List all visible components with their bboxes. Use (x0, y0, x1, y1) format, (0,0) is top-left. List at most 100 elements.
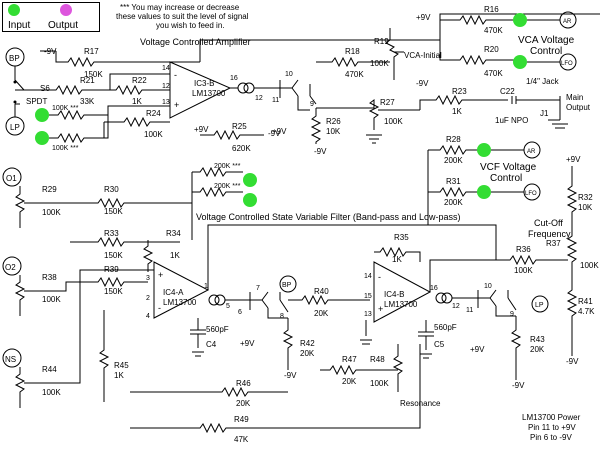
r49-value: 47K (234, 435, 249, 444)
r30-value: 150K (104, 207, 123, 216)
resistor-r31 (427, 150, 478, 198)
pin-9-vca: 9 (310, 101, 314, 108)
pot-r48[interactable] (392, 344, 404, 392)
pin-16b: 16 (430, 285, 438, 292)
port-o2-label: O2 (5, 263, 16, 272)
port-o2[interactable] (2, 256, 22, 276)
port-bp-out[interactable] (279, 275, 297, 293)
ic4a-minus: - (158, 303, 161, 313)
ic3b-buffer-1 (237, 82, 249, 94)
vca-title: Voltage Controlled Amplifier (140, 37, 251, 47)
resistor-r21 (40, 73, 170, 96)
r25-value: 620K (232, 144, 251, 153)
resistor-r43 (510, 316, 522, 380)
pin-2: 2 (146, 295, 150, 302)
jack-label: 1/4" Jack (526, 77, 560, 86)
supply-pos-4: +9V (566, 155, 581, 164)
r23-name: R23 (452, 87, 467, 96)
note-line-1: *** You may increase or decrease (120, 3, 240, 12)
pin-12-ic3: 12 (162, 83, 170, 90)
transistor-pair-a (249, 291, 289, 319)
legend-output-marker (60, 4, 72, 16)
r35-name: R35 (394, 233, 409, 242)
input-marker-d[interactable] (243, 193, 257, 207)
vca-ar-jack[interactable] (559, 11, 577, 29)
legend-input-label: Input (8, 20, 30, 31)
ic3b-opamp (169, 61, 232, 119)
ic4a-label: IC4-A (163, 288, 184, 297)
input-marker-b[interactable] (35, 131, 49, 145)
r23-value: 1K (452, 107, 462, 116)
resistor-r24 (103, 116, 170, 138)
c4-value: 560pF (206, 325, 229, 334)
vca-cv-input-lfo[interactable] (513, 55, 527, 69)
vca-cv-input-ar[interactable] (513, 13, 527, 27)
supply-neg-3: -9V (314, 147, 327, 156)
pin-1: 1 (204, 283, 208, 290)
r19-value: 100K (370, 59, 389, 68)
port-lp-out[interactable] (531, 295, 549, 313)
r22-name: R22 (132, 76, 147, 85)
r20-value: 470K (484, 69, 503, 78)
pot-r44[interactable] (14, 269, 154, 408)
c22-value: 1uF NPO (495, 116, 528, 125)
r40-name: R40 (314, 287, 329, 296)
pin-6: 6 (238, 309, 242, 316)
vca-initial-label: VCA-Initial (404, 51, 442, 60)
switch-s6[interactable] (14, 66, 40, 117)
r22-value: 1K (132, 97, 142, 106)
r34-value: 1K (170, 251, 180, 260)
r41-name: R41 (578, 297, 593, 306)
port-o1[interactable] (2, 167, 22, 187)
r28-value: 200K (444, 156, 463, 165)
resistor-r16 (440, 14, 514, 26)
main-output-jack[interactable] (548, 96, 568, 129)
r21-value: 33K (80, 97, 95, 106)
resistor-r47 (320, 364, 398, 376)
vcf-ar-jack[interactable] (523, 141, 541, 159)
resistor-r26 (310, 108, 322, 144)
pin-11b: 11 (466, 307, 473, 314)
legend-output-label: Output (48, 20, 78, 31)
supply-neg-5: -9V (566, 357, 579, 366)
vca-lfo-jack[interactable] (559, 53, 577, 71)
vcf-cv-input-lfo[interactable] (477, 185, 491, 199)
ic3b-label: IC3-B (194, 79, 214, 88)
supply-pos-5: +9V (240, 339, 255, 348)
port-ns[interactable] (2, 348, 22, 368)
pot-r19[interactable] (385, 28, 404, 80)
pot-r29[interactable] (14, 186, 192, 228)
r24-value: 100K (144, 130, 163, 139)
supply-pos-6: +9V (470, 345, 485, 354)
r26-value: 10K (326, 127, 341, 136)
ic3b-buffer-2 (243, 82, 255, 94)
supply-pos-2: +9V (272, 127, 287, 136)
r27-value: 100K (384, 117, 403, 126)
ic4b-plus: + (378, 304, 383, 314)
cutoff-divider (566, 166, 578, 356)
pot-r38[interactable] (14, 275, 148, 316)
power-note-1: LM13700 Power (522, 413, 581, 422)
ic4a-opamp (153, 261, 210, 319)
vca-lfo-label: LFO (561, 61, 573, 67)
input-marker-a[interactable] (35, 108, 49, 122)
input-marker-c[interactable] (243, 173, 257, 187)
r47-value: 20K (342, 377, 357, 386)
r42-value: 20K (300, 349, 315, 358)
resistor-r36[interactable] (470, 254, 568, 266)
c5-value: 560pF (434, 323, 457, 332)
resistor-r25 (200, 129, 264, 141)
vcf-lfo-jack[interactable] (523, 183, 541, 201)
r25-name: R25 (232, 122, 247, 131)
pin-14b: 14 (364, 273, 372, 280)
resistor-r20 (439, 40, 514, 66)
pot-r27 (316, 99, 420, 130)
r35-value: 1K (392, 255, 402, 264)
r18-name: R18 (345, 47, 360, 56)
s6-label: S6 (40, 84, 50, 93)
pin-12b: 12 (255, 95, 263, 102)
supply-neg-2: -9V (268, 129, 281, 138)
vcf-cv-input-ar[interactable] (477, 143, 491, 157)
r46-value: 20K (236, 399, 251, 408)
